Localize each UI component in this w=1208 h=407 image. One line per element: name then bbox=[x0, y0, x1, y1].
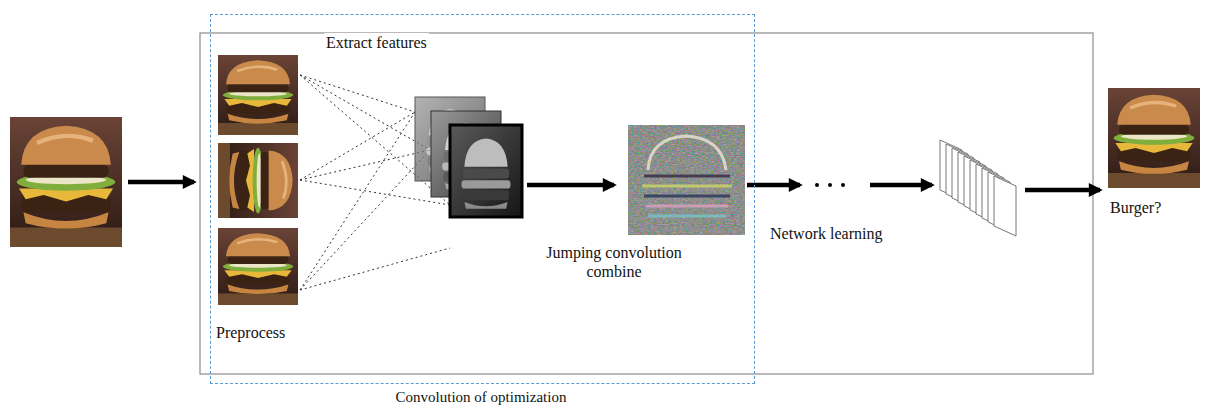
node-text: Convolution of optimization bbox=[211, 388, 751, 407]
output-node: Burger? bbox=[1104, 88, 1204, 220]
node-text: Burger? bbox=[1110, 198, 1161, 217]
preprocess-image bbox=[218, 55, 298, 135]
output-image bbox=[1108, 88, 1200, 188]
annotation-label: Preprocess bbox=[214, 323, 287, 342]
flow-arrow bbox=[747, 183, 800, 188]
feature-map bbox=[450, 125, 522, 217]
layer-stack bbox=[940, 140, 1016, 236]
preprocess-image bbox=[218, 228, 298, 305]
ellipsis-dots bbox=[815, 183, 845, 187]
combined-map bbox=[628, 125, 745, 235]
optimization-region: Convolution of optimization bbox=[210, 14, 755, 384]
flow-arrow bbox=[527, 183, 614, 188]
annotation-label: Jumping convolution combine bbox=[532, 243, 696, 281]
outer-frame bbox=[200, 33, 1093, 374]
annotation-label: Extract features bbox=[324, 33, 429, 52]
preprocess-image bbox=[218, 143, 298, 218]
input-image bbox=[10, 117, 122, 247]
flow-arrow bbox=[128, 180, 194, 185]
flow-arrow bbox=[870, 183, 932, 188]
feature-map-border bbox=[450, 125, 522, 217]
flow-arrow bbox=[1025, 188, 1100, 193]
annotation-label: Network learning bbox=[768, 224, 884, 243]
